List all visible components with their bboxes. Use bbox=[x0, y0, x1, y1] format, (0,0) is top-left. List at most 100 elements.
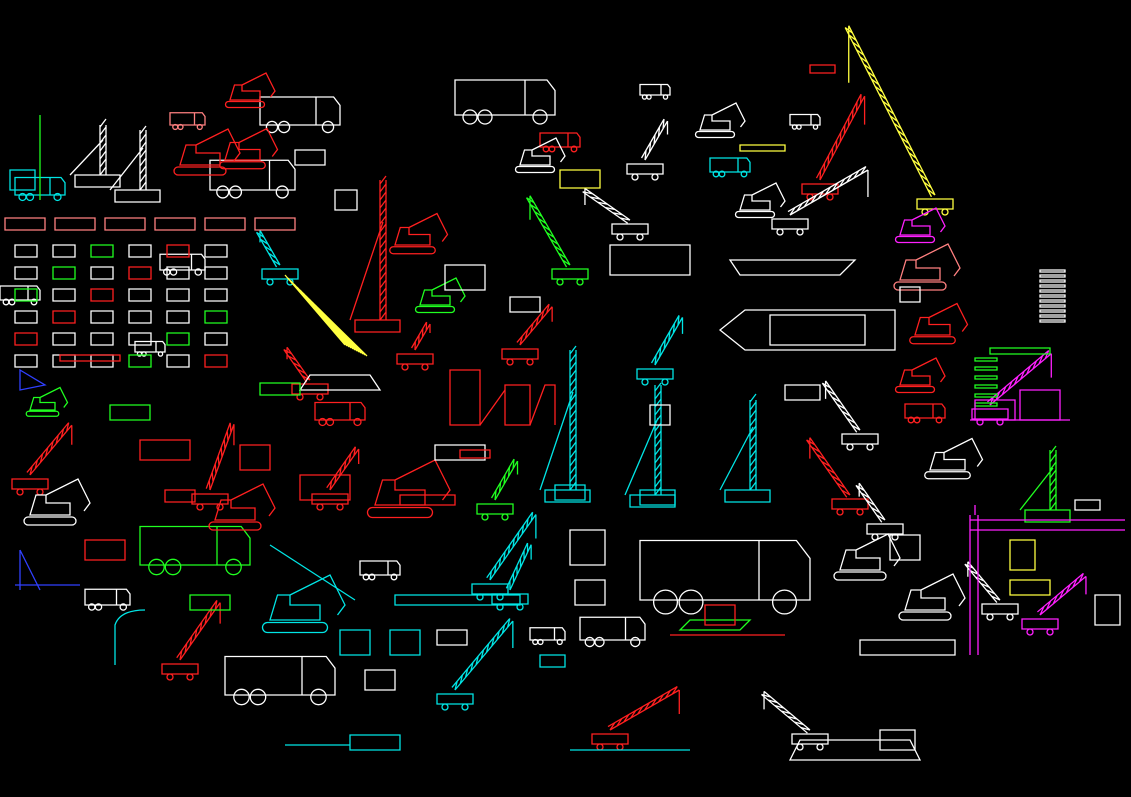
excavator bbox=[389, 212, 449, 255]
truck-wheel bbox=[477, 109, 493, 125]
machine bbox=[1009, 579, 1051, 596]
lattice-crane bbox=[855, 482, 904, 535]
lattice-crane bbox=[161, 599, 221, 675]
lattice-crane bbox=[821, 380, 879, 445]
equipment-block bbox=[52, 288, 76, 302]
excavator bbox=[23, 478, 91, 526]
lattice-crane bbox=[525, 195, 589, 280]
truck-wheel bbox=[310, 688, 327, 706]
lattice-crane bbox=[396, 321, 434, 365]
crane-track bbox=[401, 363, 409, 371]
crane-track bbox=[421, 363, 429, 371]
crane-track bbox=[196, 503, 204, 511]
machine bbox=[294, 149, 326, 166]
legend-bar bbox=[989, 347, 1051, 355]
equipment-block bbox=[204, 266, 228, 280]
equipment-block bbox=[90, 310, 114, 324]
truck-front-view bbox=[899, 286, 921, 303]
crawler-track-plan bbox=[285, 734, 401, 751]
truck-wheel bbox=[796, 124, 802, 130]
crane-track bbox=[16, 488, 24, 496]
legend-line bbox=[1039, 314, 1066, 318]
container bbox=[9, 169, 36, 191]
excavator bbox=[894, 357, 946, 394]
truck-wheel bbox=[94, 603, 103, 611]
barge-cabin bbox=[879, 729, 916, 751]
equipment-block bbox=[128, 310, 152, 324]
truck-front-view bbox=[889, 534, 921, 561]
truck-wheel bbox=[353, 417, 362, 427]
truck bbox=[454, 79, 556, 116]
truck-wheel bbox=[194, 268, 203, 276]
truck-wheel bbox=[8, 298, 16, 306]
truck-front-view bbox=[649, 404, 671, 426]
lattice-crane bbox=[771, 165, 869, 230]
equipment-block bbox=[54, 217, 96, 231]
machine bbox=[1074, 499, 1101, 511]
crane-track bbox=[506, 358, 514, 366]
excavator bbox=[224, 72, 276, 109]
blue-block bbox=[19, 368, 47, 391]
pontoon-machine bbox=[164, 489, 196, 503]
truck-wheel bbox=[177, 123, 184, 131]
equipment-block bbox=[90, 244, 114, 258]
truck bbox=[579, 616, 646, 641]
legend-line bbox=[1039, 294, 1066, 298]
pontoon-machine bbox=[299, 474, 351, 501]
truck-wheel bbox=[265, 120, 279, 134]
lattice-crane bbox=[501, 303, 553, 360]
crane-track bbox=[636, 233, 644, 241]
excavator bbox=[694, 102, 746, 139]
truck-front-view bbox=[339, 629, 371, 656]
machine bbox=[434, 444, 486, 461]
legend-line bbox=[1039, 299, 1066, 303]
cable-line bbox=[269, 544, 356, 601]
truck-wheel bbox=[368, 573, 376, 581]
lattice-crane bbox=[806, 437, 869, 510]
street-light bbox=[114, 609, 146, 665]
truck-wheel bbox=[148, 558, 165, 576]
legend-line bbox=[974, 357, 998, 362]
excavator bbox=[261, 574, 346, 634]
crane-track bbox=[316, 503, 324, 511]
equipment-block bbox=[204, 217, 246, 231]
equipment-block bbox=[204, 354, 228, 368]
crane-track bbox=[496, 603, 504, 611]
equipment-block bbox=[52, 266, 76, 280]
truck bbox=[224, 655, 336, 696]
truck-wheel bbox=[119, 603, 128, 611]
truck-wheel bbox=[169, 268, 178, 276]
machine bbox=[704, 604, 736, 626]
equipment-block bbox=[166, 244, 190, 258]
truck-wheel bbox=[53, 192, 62, 202]
truck-wheel bbox=[30, 298, 38, 306]
excavator bbox=[208, 483, 276, 531]
crane-track bbox=[461, 703, 469, 711]
tower-crane bbox=[969, 505, 1125, 655]
crane-track bbox=[476, 593, 484, 601]
roller bbox=[84, 539, 126, 561]
lattice-crane bbox=[1021, 572, 1087, 630]
truck-wheel bbox=[913, 416, 921, 424]
crane-track bbox=[576, 278, 584, 286]
pontoon-machine bbox=[139, 439, 191, 461]
lattice-crane bbox=[626, 118, 669, 175]
equipment-block bbox=[204, 288, 228, 302]
mixer bbox=[444, 264, 486, 291]
crawler-base bbox=[639, 489, 676, 506]
barge-deck bbox=[769, 314, 866, 346]
equipment-block bbox=[14, 310, 38, 324]
machine bbox=[334, 189, 358, 211]
excavator bbox=[833, 533, 901, 581]
equipment-block bbox=[166, 354, 190, 368]
crane-track bbox=[501, 513, 509, 521]
truck-wheel bbox=[771, 589, 798, 615]
truck-wheel bbox=[157, 351, 164, 357]
crane-track bbox=[996, 418, 1004, 426]
roller bbox=[364, 669, 396, 691]
equipment-block bbox=[128, 244, 152, 258]
equipment-block bbox=[128, 288, 152, 302]
equipment-block bbox=[204, 310, 228, 324]
crane-track bbox=[816, 743, 824, 751]
